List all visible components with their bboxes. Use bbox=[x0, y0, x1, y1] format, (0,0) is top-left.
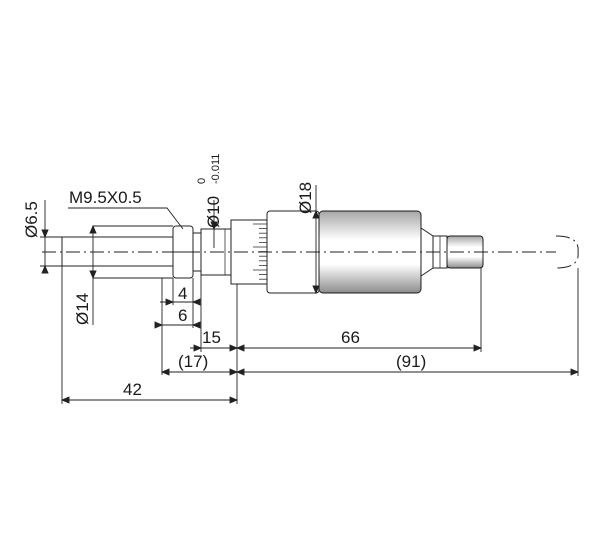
spindle-dia-label: Ø6.5 bbox=[22, 201, 41, 238]
thimble-dia-label: Ø18 bbox=[296, 182, 315, 214]
len-15-label: 15 bbox=[202, 328, 221, 347]
sleeve-graduations bbox=[253, 223, 267, 280]
end-cap-outline bbox=[555, 235, 579, 269]
stem-tol-upper: 0 bbox=[196, 178, 208, 184]
len-42-label: 42 bbox=[123, 380, 142, 399]
len-66-label: 66 bbox=[341, 328, 360, 347]
stem-dia-label: Ø10 bbox=[204, 196, 223, 228]
dimension-lines bbox=[40, 185, 580, 404]
len-6-label: 6 bbox=[178, 306, 187, 325]
len-17-label: (17) bbox=[178, 352, 208, 371]
shoulder-dia-label: Ø14 bbox=[73, 293, 92, 325]
stem-tol-lower: -0.011 bbox=[210, 154, 222, 184]
len-91-label: (91) bbox=[396, 352, 426, 371]
thread-label: M9.5X0.5 bbox=[69, 188, 142, 207]
len-4-label: 4 bbox=[178, 284, 187, 303]
